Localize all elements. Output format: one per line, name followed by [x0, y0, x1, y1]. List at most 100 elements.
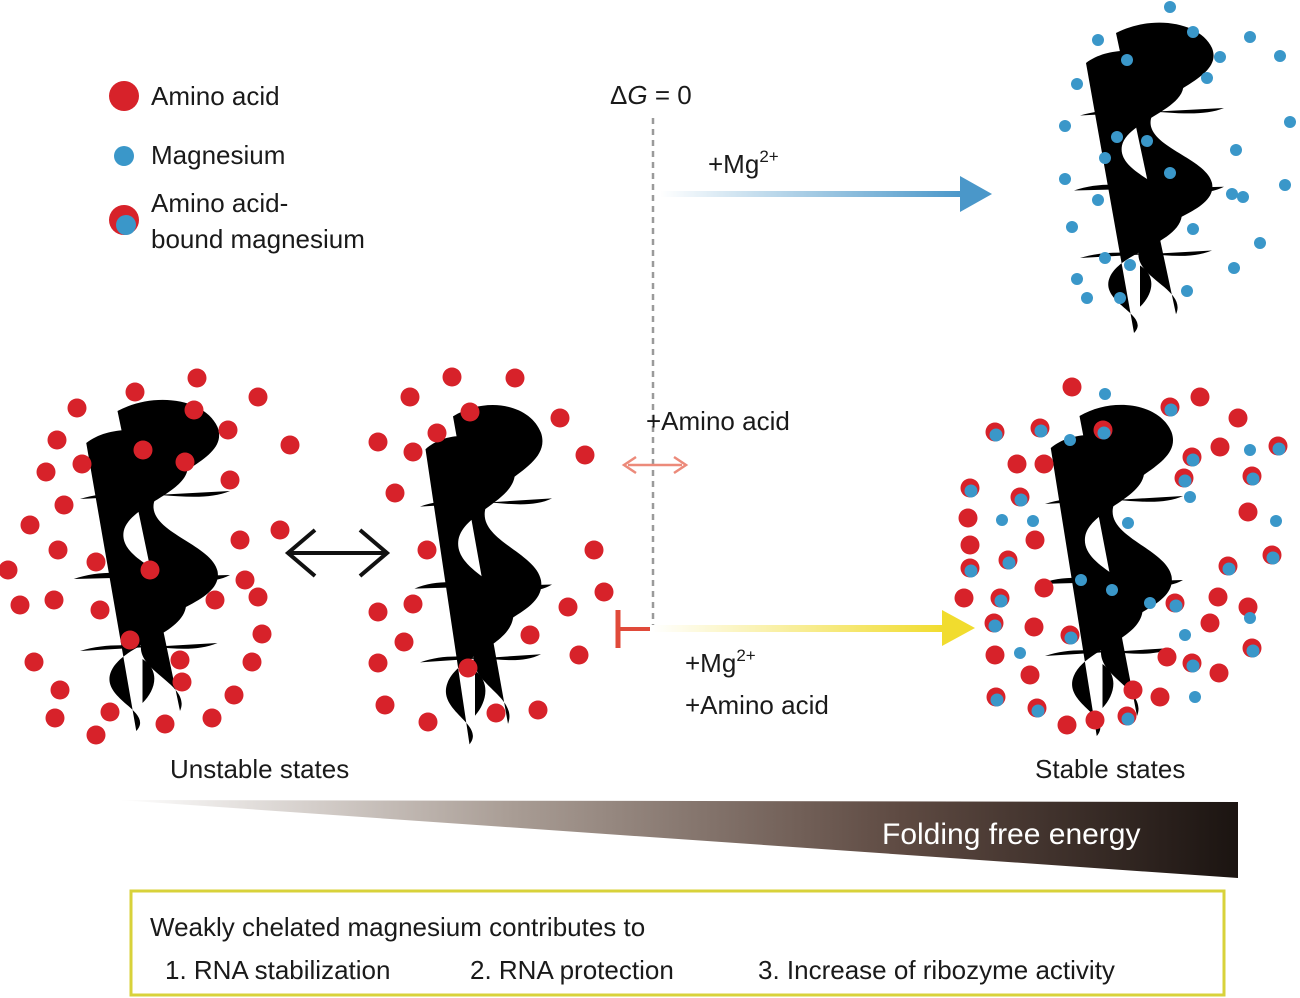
bound-magnesium-dot [990, 588, 1010, 608]
magnesium-dot [1059, 173, 1071, 185]
amino-acid-dot [48, 540, 68, 560]
amino-acid-dot [184, 400, 204, 420]
amino-acid-dot [1200, 613, 1220, 633]
amino-acid-dot [133, 440, 153, 460]
bound-magnesium-dot [986, 687, 1006, 707]
magnesium-dot [1099, 152, 1111, 164]
magnesium-dot [1230, 144, 1242, 156]
amino-acid-dot [1238, 502, 1258, 522]
magnesium-dot [1122, 517, 1134, 529]
amino-acid-cloud-unstable-1 [0, 368, 300, 745]
amino-acid-dot [47, 430, 67, 450]
amino-acid-dot [270, 520, 290, 540]
magnesium-dot [1111, 131, 1123, 143]
amino-acid-dot [575, 445, 595, 465]
magnesium-dot [1184, 491, 1196, 503]
bound-magnesium-dot [984, 613, 1004, 633]
amino-acid-dot [230, 530, 250, 550]
top-arrow-mg: +Mg [708, 149, 759, 179]
magnesium-dot [1081, 292, 1093, 304]
bound-magnesium-dot [1117, 706, 1137, 726]
amino-acid-dot [36, 462, 56, 482]
bound-inner [1222, 562, 1236, 576]
amino-acid-dot [50, 680, 70, 700]
rna-stable-combo [1039, 404, 1183, 736]
amino-acid-dot [520, 625, 540, 645]
bound-magnesium-dot [1060, 625, 1080, 645]
magnesium-dot [1201, 72, 1213, 84]
amino-acid-dot [1190, 387, 1210, 407]
amino-acid-dot [1208, 587, 1228, 607]
amino-acid-dot [368, 602, 388, 622]
bound-inner [1186, 453, 1200, 467]
magnesium-dot [1164, 167, 1176, 179]
amino-acid-dot [1020, 665, 1040, 685]
amino-acid-dot [1123, 680, 1143, 700]
amino-acid-dot [155, 714, 175, 734]
folding-energy-label: Folding free energy [882, 818, 1141, 851]
amino-acid-dot [20, 515, 40, 535]
bound-inner [1097, 426, 1111, 440]
amino-acid-dot [248, 387, 268, 407]
bound-magnesium-dot [1093, 420, 1113, 440]
amino-acid-dot [528, 700, 548, 720]
folding-energy-wedge [118, 800, 1238, 878]
double-headed-amino-arrow [621, 455, 689, 475]
unstable-states-label: Unstable states [170, 754, 349, 784]
bound-magnesium-dot [1010, 487, 1030, 507]
summary-box [129, 889, 1226, 997]
amino-acid-dot [172, 672, 192, 692]
bound-magnesium-dot [1174, 468, 1194, 488]
magnesium-dot [1092, 194, 1104, 206]
amino-acid-cloud-unstable-2 [368, 367, 614, 732]
amino-acid-dot [458, 658, 478, 678]
combo-arrow-label-line1: +Mg2+ [685, 646, 756, 678]
amino-acid-dot [120, 630, 140, 650]
g-symbol: G [627, 80, 647, 110]
magnesium-dot [1141, 135, 1153, 147]
amino-acid-dot [67, 398, 87, 418]
bound-inner [989, 428, 1003, 442]
magnesium-dot [1189, 691, 1201, 703]
bound-magnesium-dot [1262, 545, 1282, 565]
magnesium-legend-icon [114, 146, 134, 166]
magnesium-dot [1228, 262, 1240, 274]
magnesium-dot [1187, 223, 1199, 235]
bound-magnesium-dot [960, 478, 980, 498]
magnesium-dot [996, 514, 1008, 526]
amino-acid-dot [550, 408, 570, 428]
stable-states-label: Stable states [1035, 754, 1185, 784]
magnesium-dot [1144, 597, 1156, 609]
amino-acid-dot [1057, 715, 1077, 735]
amino-acid-dot [235, 570, 255, 590]
bound-magnesium-dot [1165, 593, 1185, 613]
bound-inner [990, 693, 1004, 707]
bound-inner [1186, 659, 1200, 673]
amino-acid-dot [86, 552, 106, 572]
bound-inner [1246, 644, 1260, 658]
amino-acid-dot [45, 708, 65, 728]
amino-acid-dot [86, 725, 106, 745]
amino-acid-dot [417, 540, 437, 560]
amino-acid-dot [505, 368, 525, 388]
amino-acid-dot [205, 590, 225, 610]
mg-arrow-shaft [660, 191, 962, 197]
amino-acid-dot [584, 540, 604, 560]
bound-inner [1178, 474, 1192, 488]
magnesium-dot [1164, 1, 1176, 13]
bound-magnesium-dot [985, 422, 1005, 442]
amino-acid-dot [220, 470, 240, 490]
amino-acid-dot [375, 695, 395, 715]
amino-acid-dot [985, 645, 1005, 665]
magnesium-dot [1075, 574, 1087, 586]
magnesium-dot [1244, 612, 1256, 624]
amino-acid-dot [1024, 617, 1044, 637]
bound-inner [1272, 442, 1286, 456]
bound-inner [1246, 472, 1260, 486]
magnesium-dot [1244, 31, 1256, 43]
bound-inner [964, 484, 978, 498]
legend-magnesium-label: Magnesium [151, 140, 285, 170]
amino-acid-dot [1228, 408, 1248, 428]
magnesium-dot [1214, 51, 1226, 63]
summary-intro: Weakly chelated magnesium contributes to [150, 912, 645, 942]
